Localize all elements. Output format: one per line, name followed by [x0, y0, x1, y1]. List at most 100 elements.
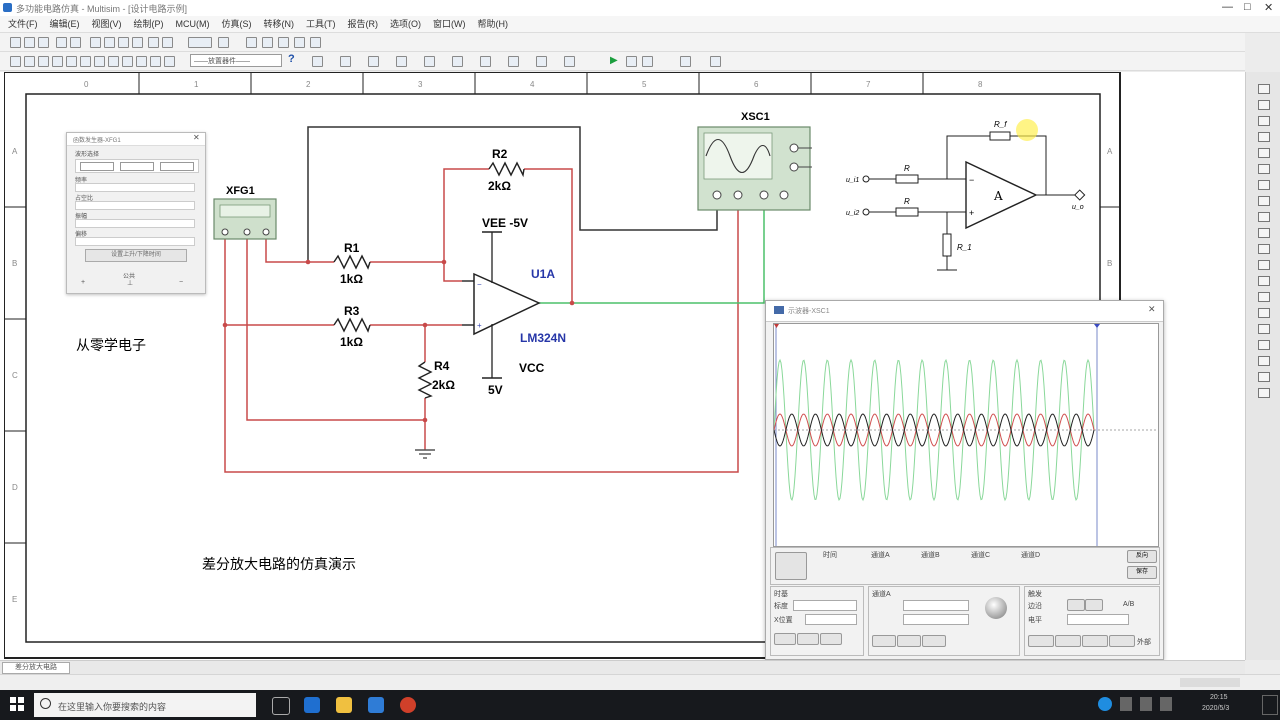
- save-button[interactable]: 保存: [1127, 566, 1157, 579]
- netlist-icon[interactable]: [536, 56, 547, 67]
- menu-edit[interactable]: 编辑(E): [49, 19, 80, 29]
- channel-a-ac-button[interactable]: [872, 635, 896, 647]
- paste-icon[interactable]: [118, 37, 129, 48]
- bus-icon[interactable]: [312, 56, 323, 67]
- scope-close-button[interactable]: ✕: [1148, 304, 1156, 314]
- wire-icon[interactable]: [340, 56, 351, 67]
- fg-frequency-field[interactable]: [75, 183, 195, 192]
- resistor-r1[interactable]: [333, 254, 371, 270]
- help-icon[interactable]: ?: [288, 53, 295, 65]
- task-view-icon[interactable]: [272, 697, 290, 715]
- clock-time[interactable]: 20:15: [1210, 694, 1228, 701]
- clock-date[interactable]: 2020/5/3: [1202, 705, 1230, 712]
- notification-icon[interactable]: [1262, 695, 1278, 715]
- wire-xfg-minus-gnd[interactable]: [246, 232, 425, 421]
- menu-options[interactable]: 选项(O): [390, 19, 421, 29]
- fg-offset-field[interactable]: [75, 237, 195, 246]
- wire-xfg-to-scope[interactable]: [307, 126, 718, 262]
- square-wave-button[interactable]: [160, 162, 194, 171]
- analog-icon[interactable]: [66, 56, 77, 67]
- stop-icon[interactable]: [642, 56, 653, 67]
- transistor-icon[interactable]: [52, 56, 63, 67]
- tab-design[interactable]: 差分放大电路: [2, 662, 70, 674]
- wire-inv-to-r2[interactable]: [443, 168, 489, 262]
- iv-analyzer-icon[interactable]: [1258, 244, 1270, 254]
- channel-a-scale-field[interactable]: [903, 600, 969, 611]
- edge-browser-icon[interactable]: [304, 697, 320, 713]
- diode-icon[interactable]: [38, 56, 49, 67]
- tray-app-icon[interactable]: [1098, 697, 1112, 711]
- delete-icon[interactable]: [132, 37, 143, 48]
- tray-network-icon[interactable]: [1120, 697, 1132, 711]
- schematic-canvas[interactable]: 0 1 2 3 4 5 6 7 8 A B C D E A B: [4, 72, 1122, 660]
- menu-place[interactable]: 绘制(P): [133, 19, 164, 29]
- fg-titlebar[interactable]: 函数发生器-XFG1 ✕: [67, 133, 205, 146]
- tek-scope-icon[interactable]: [1258, 356, 1270, 366]
- menu-simulate[interactable]: 仿真(S): [221, 19, 252, 29]
- junction-icon[interactable]: [368, 56, 379, 67]
- menu-mcu[interactable]: MCU(M): [175, 19, 210, 29]
- agilent-scope-icon[interactable]: [1258, 340, 1270, 350]
- cmos-icon[interactable]: [94, 56, 105, 67]
- trigger-level-field[interactable]: [1067, 614, 1129, 625]
- xsc1-trigger-pin[interactable]: [789, 143, 799, 153]
- tray-volume-icon[interactable]: [1140, 697, 1152, 711]
- word-generator-icon[interactable]: [1258, 196, 1270, 206]
- probe-icon[interactable]: [480, 56, 491, 67]
- multimeter-icon[interactable]: [1258, 84, 1270, 94]
- pause-icon[interactable]: [626, 56, 637, 67]
- zoom-in-icon[interactable]: [262, 37, 273, 48]
- fullscreen-icon[interactable]: [188, 37, 212, 48]
- taskbar-search-box[interactable]: 在这里输入你要搜索的内容: [34, 693, 256, 717]
- agilent-fg-icon[interactable]: [1258, 308, 1270, 318]
- current-probe-icon[interactable]: [1258, 372, 1270, 382]
- save-icon[interactable]: [38, 37, 49, 48]
- xfg1-pin-minus[interactable]: [262, 228, 270, 236]
- trigger-normal-button[interactable]: [1055, 635, 1081, 647]
- file-explorer-icon[interactable]: [336, 697, 352, 713]
- zoom-out-icon[interactable]: [278, 37, 289, 48]
- add-button[interactable]: [797, 633, 819, 645]
- function-generator-icon[interactable]: [1258, 100, 1270, 110]
- resistor-r3[interactable]: [333, 317, 371, 333]
- resistor-r4[interactable]: [417, 361, 433, 399]
- menu-tools[interactable]: 工具(T): [306, 19, 336, 29]
- channel-a-dc-button[interactable]: [922, 635, 946, 647]
- menu-help[interactable]: 帮助(H): [477, 19, 509, 29]
- bode-plotter-icon[interactable]: [1258, 164, 1270, 174]
- scope-cursor-2-marker[interactable]: [1094, 324, 1100, 328]
- wire-xfg-com-r3[interactable]: [224, 232, 334, 326]
- grapher-icon[interactable]: [710, 56, 721, 67]
- text-icon[interactable]: [424, 56, 435, 67]
- sine-wave-button[interactable]: [80, 162, 114, 171]
- network-analyzer-icon[interactable]: [1258, 292, 1270, 302]
- wire-r2-to-out[interactable]: [524, 168, 573, 303]
- run-icon[interactable]: ▶: [610, 55, 618, 66]
- mixed-icon[interactable]: [122, 56, 133, 67]
- zoom-fit-icon[interactable]: [294, 37, 305, 48]
- spectrum-analyzer-icon[interactable]: [1258, 276, 1270, 286]
- fg-rise-fall-button[interactable]: 设置上升/下降时间: [85, 249, 187, 262]
- menu-window[interactable]: 窗口(W): [433, 19, 466, 29]
- scope-cursor-1-marker[interactable]: [774, 324, 779, 328]
- network-app-icon[interactable]: [368, 697, 384, 713]
- component-select[interactable]: ——放置器件——: [190, 54, 282, 67]
- fg-minus-terminal[interactable]: −: [179, 279, 184, 286]
- xsc1-pin-a-minus[interactable]: [733, 190, 743, 200]
- logic-converter-icon[interactable]: [1258, 212, 1270, 222]
- xsc1-pin-b-minus[interactable]: [779, 190, 789, 200]
- wire-output-to-scope[interactable]: [539, 200, 765, 304]
- fg-duty-field[interactable]: [75, 201, 195, 210]
- reverse-button[interactable]: 反向: [1127, 550, 1157, 563]
- triangle-wave-button[interactable]: [120, 162, 154, 171]
- xfg1-pin-plus[interactable]: [221, 228, 229, 236]
- oscilloscope-icon[interactable]: [1258, 132, 1270, 142]
- trigger-auto-button[interactable]: [1082, 635, 1108, 647]
- falling-edge-button[interactable]: [1085, 599, 1103, 611]
- scope-display[interactable]: [773, 323, 1159, 547]
- misc-icon[interactable]: [164, 56, 175, 67]
- fg-amplitude-field[interactable]: [75, 219, 195, 228]
- zoom-area-icon[interactable]: [246, 37, 257, 48]
- menu-reports[interactable]: 报告(R): [347, 19, 379, 29]
- multisim-taskbar-icon[interactable]: [400, 697, 416, 713]
